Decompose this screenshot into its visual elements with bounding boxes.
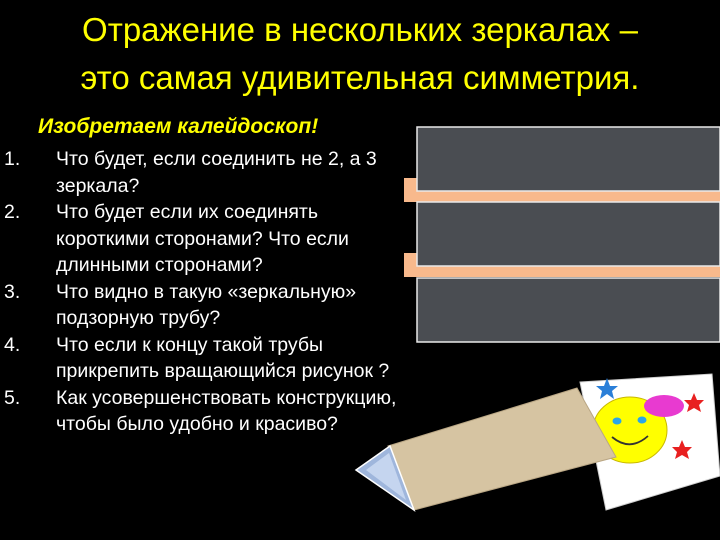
smiley-hat bbox=[644, 395, 684, 417]
question-number: 3. bbox=[4, 280, 21, 303]
star-blue-icon bbox=[596, 378, 618, 399]
smiley-eye-left bbox=[612, 417, 622, 425]
question-item: 4. Что если к концу такой трубы прикрепи… bbox=[0, 332, 400, 385]
slide-title-line-1: Отражение в нескольких зеркалах – bbox=[82, 11, 638, 48]
question-list: 1. Что будет, если соединить не 2, а 3 з… bbox=[0, 146, 400, 438]
question-text: Что будет, если соединить не 2, а 3 зерк… bbox=[56, 148, 377, 197]
question-item: 2. Что будет если их соединять короткими… bbox=[0, 199, 400, 279]
slide-title: Отражение в нескольких зеркалах – это са… bbox=[0, 6, 720, 102]
tube-body bbox=[387, 387, 617, 511]
mirror-2 bbox=[416, 201, 720, 267]
mirror-3 bbox=[416, 277, 720, 343]
question-item: 5. Как усовершенствовать конструкцию, чт… bbox=[0, 385, 400, 438]
mirror-edge-top bbox=[404, 178, 720, 202]
question-text: Что если к концу такой трубы прикрепить … bbox=[56, 333, 390, 383]
slide-title-line-2: это самая удивительная симметрия. bbox=[80, 59, 640, 96]
slide-subtitle: Изобретаем калейдоскоп! bbox=[38, 115, 319, 138]
smiley-face bbox=[592, 396, 668, 464]
mirror-1 bbox=[416, 126, 720, 192]
question-item: 3. Что видно в такую «зеркальную» подзор… bbox=[0, 279, 400, 332]
mirror-edge-bottom bbox=[404, 253, 720, 277]
smiley-mouth bbox=[611, 435, 649, 446]
question-number: 5. bbox=[4, 386, 21, 409]
tube-end-inner bbox=[366, 453, 406, 500]
question-item: 1. Что будет, если соединить не 2, а 3 з… bbox=[0, 146, 400, 199]
smiley-eye-right bbox=[637, 416, 647, 424]
drawing-card bbox=[579, 373, 720, 511]
question-number: 1. bbox=[4, 148, 21, 170]
mirror-strips bbox=[404, 126, 720, 343]
tube-end-triangle bbox=[354, 444, 416, 512]
star-red-bottom-icon bbox=[672, 440, 692, 459]
question-text: Как усовершенствовать конструкцию, чтобы… bbox=[56, 386, 397, 436]
question-text: Что видно в такую «зеркальную» подзорную… bbox=[56, 280, 357, 330]
rotating-drawing bbox=[579, 373, 720, 511]
question-number: 2. bbox=[4, 201, 21, 223]
question-text: Что будет если их соединять короткими ст… bbox=[56, 201, 349, 276]
question-number: 4. bbox=[4, 333, 21, 356]
star-red-icon bbox=[684, 393, 704, 412]
